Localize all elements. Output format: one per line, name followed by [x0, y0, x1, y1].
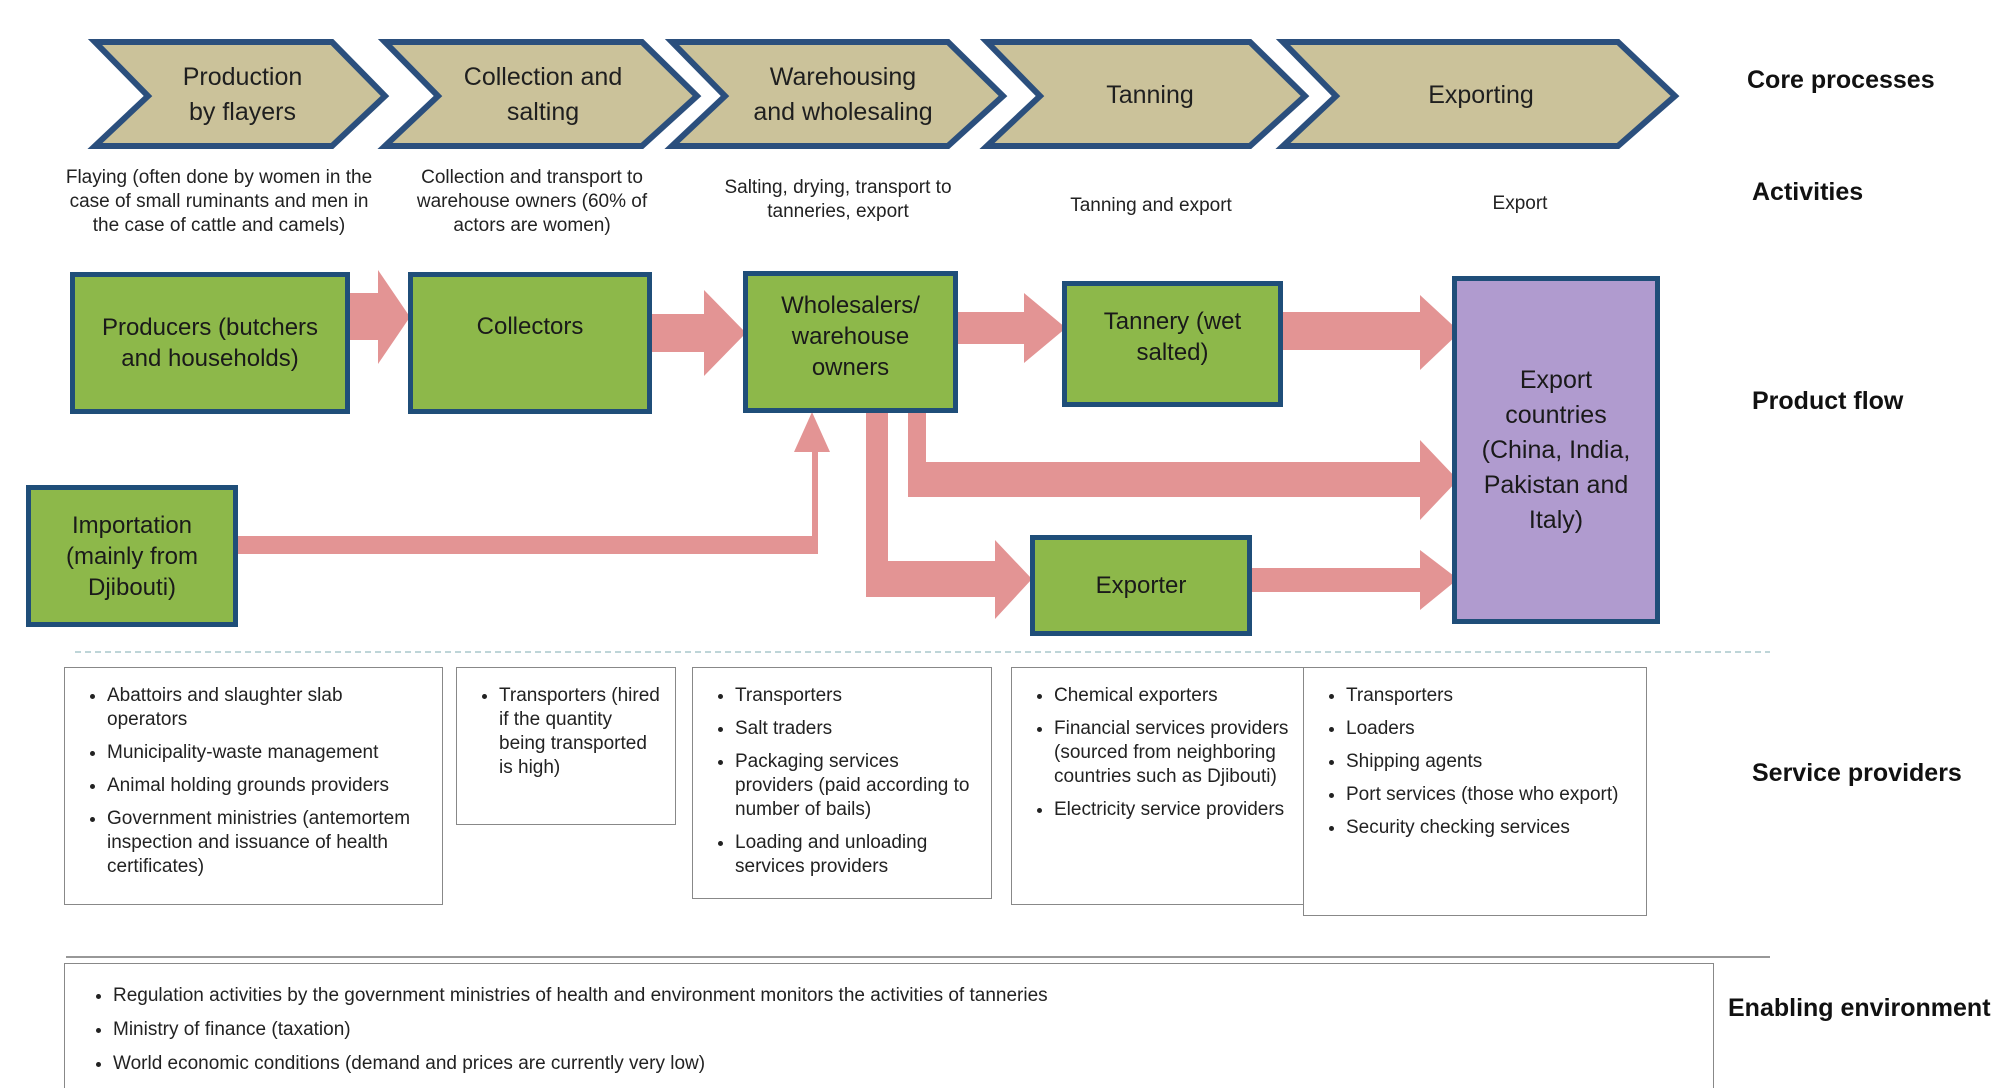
service-item: Packaging services providers (paid accor…: [735, 750, 977, 822]
arrow-wholesalers-to-export: [908, 412, 1458, 520]
service-item: Animal holding grounds providers: [107, 774, 428, 798]
service-item: Loading and unloading services providers: [735, 831, 977, 879]
node-collectors: Collectors: [408, 272, 652, 414]
chevron-warehousing: [664, 39, 1008, 149]
service-item: Shipping agents: [1346, 750, 1632, 774]
row-label-enabling-environment: Enabling environment: [1728, 994, 1991, 1022]
arrow-wholesalers-to-exporter: [866, 412, 1032, 619]
row-label-core-processes: Core processes: [1747, 66, 1935, 94]
arrow-producers-to-collectors: [348, 270, 410, 364]
node-tannery: Tannery (wet salted): [1062, 281, 1283, 407]
enabling-environment-box: Regulation activities by the government …: [64, 963, 1714, 1088]
chevron-label-collection: Collection and salting: [463, 63, 623, 126]
service-item: Electricity service providers: [1054, 798, 1289, 822]
enabling-item: World economic conditions (demand and pr…: [113, 1052, 1699, 1076]
service-item: Financial services providers (sourced fr…: [1054, 717, 1289, 789]
service-group-collection: Transporters (hired if the quantity bein…: [456, 667, 676, 825]
service-item: Security checking services: [1346, 816, 1632, 840]
row-label-product-flow: Product flow: [1752, 387, 1904, 415]
activity-exporting: Export: [1492, 193, 1548, 214]
chevron-label-production: Production by flayers: [182, 63, 303, 126]
node-exporter: Exporter: [1030, 535, 1252, 636]
chevron-tanning: [979, 39, 1310, 149]
arrow-importation-to-wholesalers: [236, 412, 830, 554]
activity-warehousing: Salting, drying, transport to tanneries,…: [724, 177, 952, 222]
service-item: Port services (those who export): [1346, 783, 1632, 807]
service-item: Transporters: [1346, 684, 1632, 708]
service-group-warehousing: Transporters Salt traders Packaging serv…: [692, 667, 992, 899]
service-group-tanning: Chemical exporters Financial services pr…: [1011, 667, 1304, 905]
node-producers: Producers (butchers and households): [70, 272, 350, 414]
chevron-label-warehousing: Warehousing and wholesaling: [753, 63, 933, 126]
enabling-item: Ministry of finance (taxation): [113, 1018, 1699, 1042]
service-item: Government ministries (antemortem inspec…: [107, 807, 428, 879]
service-item: Chemical exporters: [1054, 684, 1289, 708]
service-item: Transporters (hired if the quantity bein…: [499, 684, 661, 780]
enabling-item: Regulation activities by the government …: [113, 984, 1699, 1008]
service-group-exporting: Transporters Loaders Shipping agents Por…: [1303, 667, 1647, 916]
chevron-collection: [377, 39, 702, 149]
service-item: Transporters: [735, 684, 977, 708]
chevron-exporting: [1275, 39, 1680, 149]
service-item: Municipality-waste management: [107, 741, 428, 765]
activity-tanning: Tanning and export: [1070, 195, 1232, 216]
service-item: Abattoirs and slaughter slab operators: [107, 684, 428, 732]
chevron-label-exporting: Exporting: [1428, 80, 1534, 109]
arrow-collectors-to-wholesalers: [648, 290, 746, 376]
chevron-production: [87, 39, 390, 149]
arrow-tannery-to-export: [1280, 295, 1460, 370]
service-item: Salt traders: [735, 717, 977, 741]
service-item: Loaders: [1346, 717, 1632, 741]
row-label-service-providers: Service providers: [1752, 759, 1962, 787]
arrow-wholesalers-to-tannery: [955, 293, 1066, 363]
node-wholesalers: Wholesalers/ warehouse owners: [743, 271, 958, 413]
chevron-label-tanning: Tanning: [1106, 80, 1194, 109]
core-process-chevrons: [87, 39, 1680, 149]
arrow-exporter-to-export: [1250, 550, 1458, 610]
node-export-countries: Export countries (China, India, Pakistan…: [1452, 276, 1660, 624]
activity-collection: Collection and transport to warehouse ow…: [416, 167, 648, 236]
service-group-production: Abattoirs and slaughter slab operators M…: [64, 667, 443, 905]
activity-production: Flaying (often done by women in the case…: [65, 167, 373, 236]
node-importation: Importation (mainly from Djibouti): [26, 485, 238, 627]
row-label-activities: Activities: [1752, 178, 1864, 206]
flow-arrows: [236, 270, 1460, 619]
